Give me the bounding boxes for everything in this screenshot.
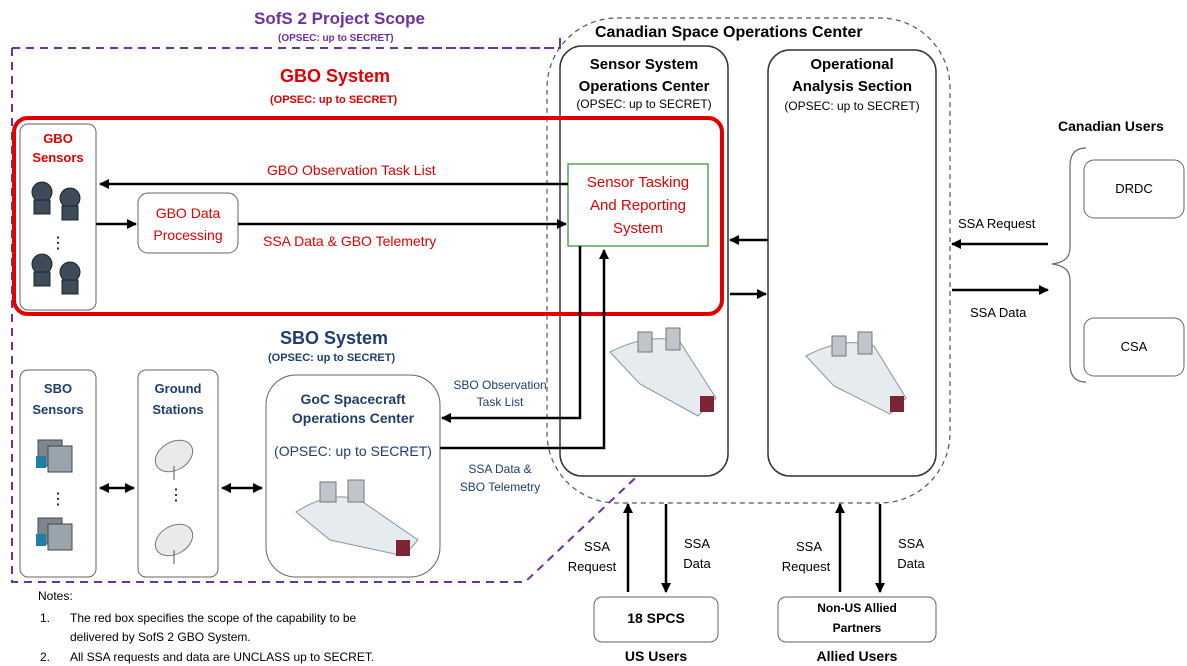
- gbo-data-processing-box: [137, 192, 239, 254]
- allied-request-line2: Request: [781, 559, 831, 574]
- sbo-ellipsis: ⋮: [50, 491, 66, 508]
- gbo-processing-label-line2: Processing: [153, 227, 223, 243]
- csoc-title: Canadian Space Operations Center: [595, 24, 863, 41]
- tasking-line1: Sensor Tasking: [586, 174, 690, 191]
- us-data-line2: Data: [683, 556, 711, 571]
- sbo-telemetry-line2: SBO Telemetry: [459, 480, 541, 494]
- us-data-line1: SSA: [683, 536, 710, 551]
- goc-title-line1: GoC Spacecraft: [300, 391, 406, 407]
- sensor-ops-title-line2: Operations Center: [578, 78, 710, 95]
- sbo-sensors-label-line1: SBO: [43, 381, 73, 396]
- sensor-ops-opsec: (OPSEC: up to SECRET): [576, 97, 712, 111]
- us-request-line2: Request: [567, 559, 617, 574]
- arrow-sbo-task-list: [441, 246, 582, 423]
- tasking-line3: System: [612, 220, 663, 237]
- goc-title-line2: Operations Center: [291, 410, 415, 426]
- allied-request-line1: SSA: [795, 539, 822, 554]
- sbo-satellite-icon: [36, 439, 73, 551]
- sbo-task-list-line2: Task List: [476, 395, 524, 409]
- allied-data-line2: Data: [897, 556, 925, 571]
- gbo-sensors-label-line2: Sensors: [32, 150, 84, 165]
- gbo-task-list-label: GBO Observation Task List: [267, 162, 436, 178]
- gbo-system-title: GBO System: [280, 66, 391, 86]
- sbo-sensors-label-line2: Sensors: [32, 402, 84, 417]
- allied-partners-line1: Non-US Allied: [817, 601, 897, 615]
- spcs-label: 18 SPCS: [627, 610, 685, 626]
- note-1-line2: delivered by SofS 2 GBO System.: [70, 630, 251, 644]
- project-scope-title: SofS 2 Project Scope: [254, 9, 425, 28]
- note-1-line1: The red box specifies the scope of the c…: [70, 611, 357, 625]
- canadian-users-brace: [1051, 147, 1087, 383]
- oa-title-line1: Operational: [810, 56, 894, 73]
- gbo-telescope-icon: [31, 181, 81, 295]
- us-users-title: US Users: [624, 648, 688, 664]
- ground-stations-box: [137, 369, 219, 578]
- csa-box: [1083, 317, 1185, 377]
- allied-users-title: Allied Users: [816, 648, 898, 664]
- gbo-ellipsis: ⋮: [50, 235, 66, 252]
- project-scope-boundary: [11, 38, 721, 583]
- drdc-box: [1083, 159, 1185, 219]
- canadian-request-label: SSA Request: [958, 216, 1036, 231]
- sbo-task-list-line1: SBO Observation: [453, 378, 547, 392]
- console-illustration-goc: [295, 479, 419, 557]
- arrow-sbo-telemetry: [440, 249, 609, 450]
- oa-title-line2: Analysis Section: [791, 78, 913, 95]
- tasking-line2: And Reporting: [590, 197, 686, 214]
- project-scope-opsec: (OPSEC: up to SECRET): [278, 33, 394, 44]
- sbo-telemetry-line1: SSA Data &: [468, 462, 532, 476]
- gbo-system-opsec: (OPSEC: up to SECRET): [270, 94, 398, 106]
- goc-opsec: (OPSEC: up to SECRET): [274, 443, 432, 459]
- gbo-system-box: [12, 116, 724, 316]
- ground-stations-label-line1: Ground: [154, 381, 202, 396]
- gbo-telemetry-label: SSA Data & GBO Telemetry: [263, 233, 437, 249]
- sbo-system-opsec: (OPSEC: up to SECRET): [268, 352, 396, 364]
- drdc-label: DRDC: [1115, 181, 1153, 196]
- ground-ellipsis: ⋮: [168, 487, 184, 504]
- note-2-line1: All SSA requests and data are UNCLASS up…: [70, 650, 375, 664]
- gbo-processing-label-line1: GBO Data: [155, 205, 221, 221]
- tasking-system-box: [567, 163, 709, 247]
- spcs-box: [593, 596, 719, 643]
- allied-data-line1: SSA: [897, 536, 924, 551]
- canadian-users-title: Canadian Users: [1058, 118, 1164, 134]
- ground-dish-icon: [154, 439, 194, 564]
- canadian-data-label: SSA Data: [970, 305, 1027, 320]
- gbo-sensors-label-line1: GBO: [43, 131, 73, 146]
- sbo-system-title: SBO System: [280, 328, 389, 348]
- sensor-ops-title-line1: Sensor System: [589, 56, 699, 73]
- allied-partners-box: [777, 596, 937, 643]
- console-illustration-oa: [805, 331, 907, 415]
- note-1-number: 1.: [40, 611, 51, 625]
- oa-opsec: (OPSEC: up to SECRET): [784, 99, 920, 113]
- us-request-line1: SSA: [583, 539, 610, 554]
- csoc-region: [546, 17, 951, 504]
- allied-partners-line2: Partners: [832, 621, 882, 635]
- csa-label: CSA: [1120, 339, 1148, 354]
- notes-heading: Notes:: [38, 589, 73, 603]
- console-illustration-sensor-ops: [609, 327, 717, 417]
- operational-analysis-column: [767, 49, 937, 477]
- ground-stations-label-line2: Stations: [152, 402, 204, 417]
- note-2-number: 2.: [40, 650, 51, 664]
